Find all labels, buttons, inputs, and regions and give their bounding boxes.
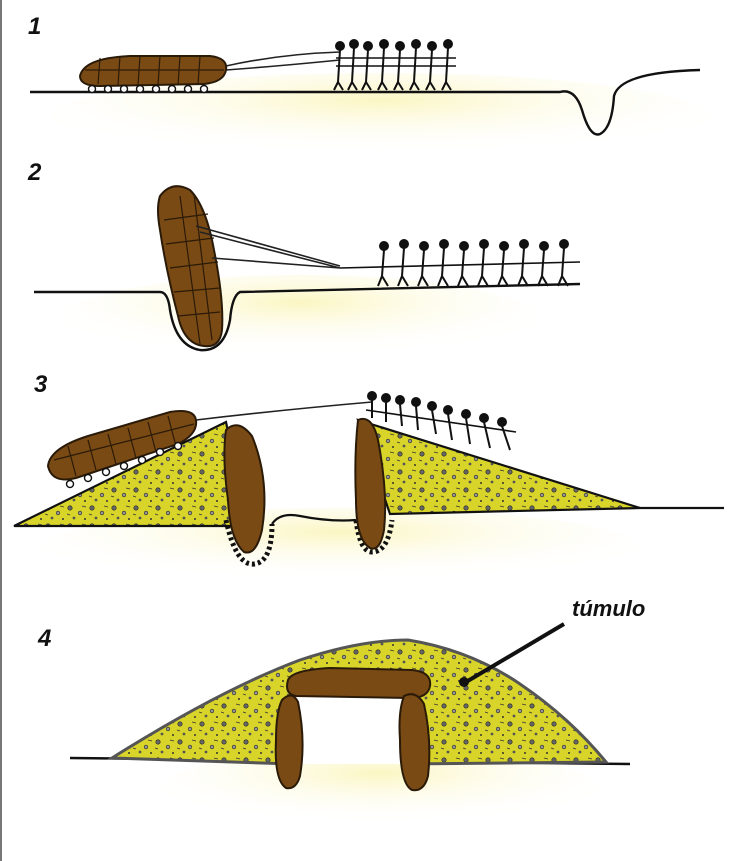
- ground-line-with-pit: [34, 282, 581, 352]
- frame-left-border: [0, 0, 2, 861]
- panel-3-number: 3: [34, 371, 48, 398]
- panel-3: 3: [13, 371, 724, 588]
- pulling-ropes: [195, 225, 341, 269]
- workers-group: [365, 391, 517, 451]
- pulling-ropes: [225, 51, 341, 71]
- ground-glow: [160, 748, 600, 832]
- earth-ramp-right: [356, 418, 724, 516]
- upright-stone-left: [274, 694, 304, 790]
- ground-line-with-pit: [30, 68, 701, 136]
- stone-socket-right: [353, 519, 395, 555]
- capstone-on-rollers: [46, 410, 198, 489]
- stone-on-rollers: [78, 55, 228, 94]
- upright-stone-right: [398, 693, 431, 792]
- ground-glow: [60, 275, 540, 365]
- panel-4-number: 4: [37, 625, 51, 652]
- panel-2-number: 2: [27, 159, 42, 186]
- panel-2: 2: [27, 159, 581, 365]
- callout-pointer-line: [464, 622, 566, 684]
- capstone: [286, 666, 432, 700]
- tilted-stone: [157, 185, 224, 348]
- ground-between-stones: [271, 513, 357, 525]
- workers-group: [339, 239, 581, 287]
- burial-chamber: [300, 694, 404, 764]
- workers-group: [333, 39, 456, 91]
- pulling-rope: [195, 401, 373, 421]
- stone-socket-left: [223, 519, 275, 567]
- panel-4: 4 túmulo: [37, 596, 645, 832]
- ground-glow: [40, 508, 640, 588]
- panel-1-number: 1: [28, 13, 41, 40]
- ground-glow: [50, 73, 710, 163]
- upright-stone-left: [223, 424, 266, 554]
- tumulus-label: túmulo: [572, 596, 645, 621]
- callout-pointer-dot: [459, 677, 469, 687]
- upright-stone-right: [354, 418, 387, 550]
- panel-1: 1: [28, 13, 710, 163]
